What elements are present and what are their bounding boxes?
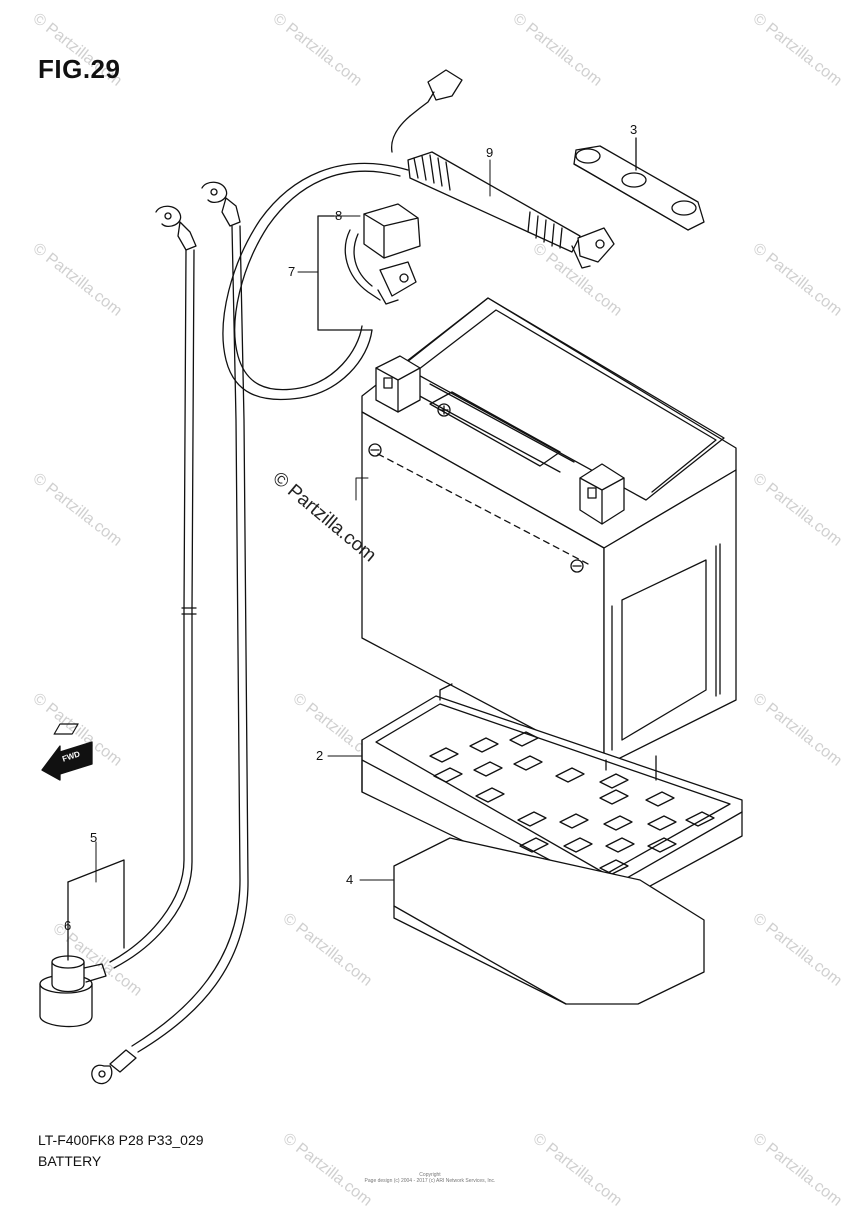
figure-code: LT-F400FK8 P28 P33_029 bbox=[38, 1132, 204, 1148]
callout-2: 2 bbox=[316, 748, 324, 763]
figure-title: FIG.29 bbox=[38, 54, 121, 84]
copyright-line-1: Copyright bbox=[419, 1172, 441, 1178]
copyright-block: Copyright Page design (c) 2004 - 2017 (c… bbox=[350, 1172, 510, 1184]
battery-cable-main bbox=[131, 181, 249, 1053]
fwd-arrow-icon bbox=[41, 741, 93, 781]
battery-body bbox=[361, 297, 737, 767]
callout-8: 8 bbox=[335, 208, 343, 223]
callout-7: 7 bbox=[288, 264, 296, 279]
callout-6: 6 bbox=[64, 918, 72, 933]
part-9-wire-harness bbox=[222, 69, 615, 401]
battery-cable-long bbox=[109, 205, 197, 969]
callout-3: 3 bbox=[630, 122, 638, 137]
callout-4: 4 bbox=[346, 872, 354, 887]
callout-leaders bbox=[95, 159, 491, 883]
ring-terminal-bottom bbox=[91, 1049, 137, 1085]
copyright-line-2: Page design (c) 2004 - 2017 (c) ARI Netw… bbox=[364, 1178, 496, 1184]
tray-slots bbox=[53, 723, 715, 875]
callout-9: 9 bbox=[486, 145, 494, 160]
part-4-battery-pad bbox=[393, 837, 705, 1005]
part-7-8-fuse-holder bbox=[317, 203, 421, 331]
part-3-battery-plate bbox=[573, 137, 705, 231]
part-2-battery-tray bbox=[53, 683, 743, 911]
callout-5: 5 bbox=[90, 830, 98, 845]
figure-name: BATTERY bbox=[38, 1153, 102, 1169]
part-5-6-terminal-cap bbox=[39, 859, 125, 1028]
